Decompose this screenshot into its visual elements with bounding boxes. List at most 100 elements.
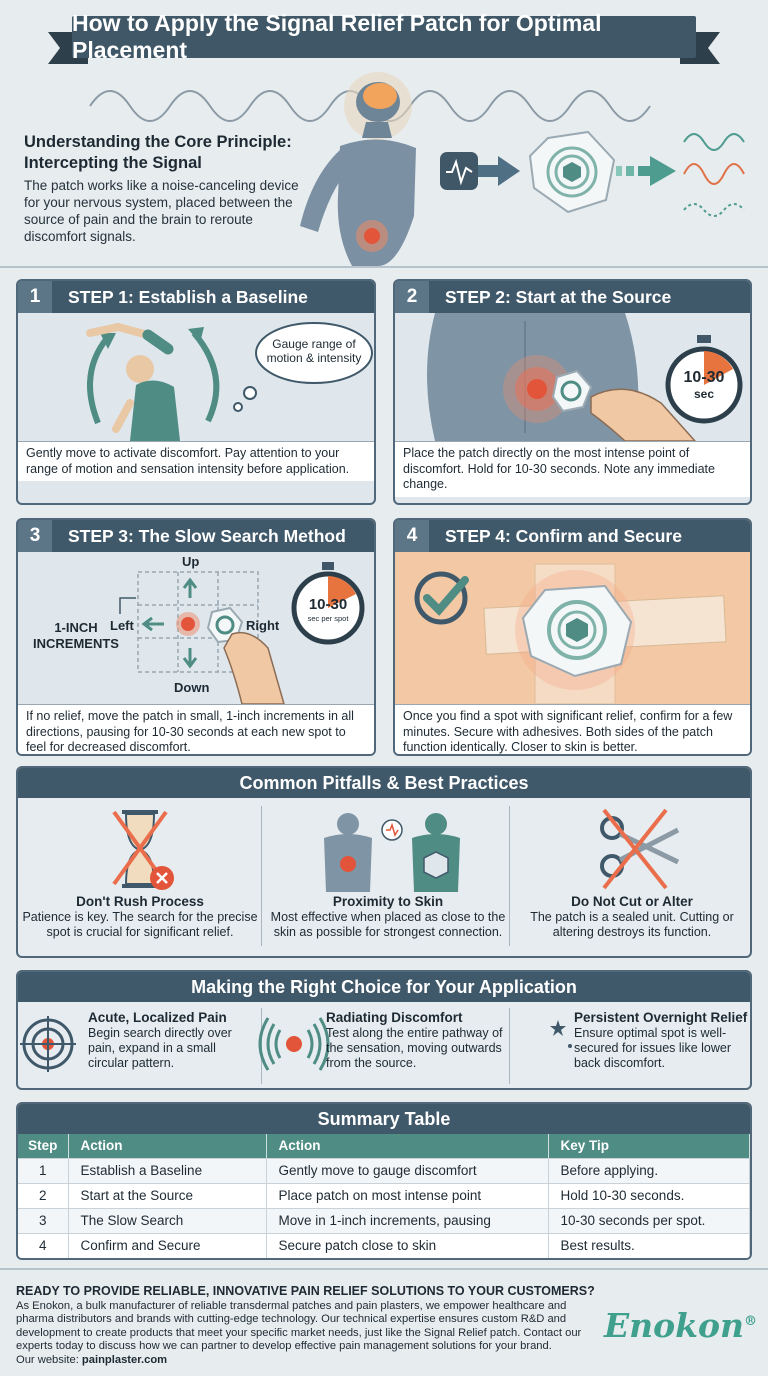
thought-bubble-icon <box>233 322 373 412</box>
thought-bubble-text: Gauge range of motion & intensity <box>266 337 362 365</box>
pitfall-body: Patience is key. The search for the prec… <box>22 910 258 939</box>
footer-text: As Enokon, a bulk manufacturer of reliab… <box>16 1300 582 1353</box>
pitfall-body: The patch is a sealed unit. Cutting or a… <box>530 910 734 939</box>
summary-table: Step Action Action Key Tip 1 Establish a… <box>18 1134 750 1258</box>
step-1-card: 1 STEP 1: Establish a Baseline Gauge ran… <box>16 279 376 505</box>
choice-overnight: Persistent Overnight Relief Ensure optim… <box>574 1010 750 1071</box>
step-4-card: 4 STEP 4: Confirm and Secure Once you fi… <box>393 518 752 756</box>
checkmark-icon <box>414 571 469 625</box>
hand-icon <box>223 631 285 704</box>
step-3-illustration: Up Down Left Right 1-INCH INCREMENTS 10-… <box>18 552 374 704</box>
table-header-row: Step Action Action Key Tip <box>18 1134 750 1158</box>
table-row: 2 Start at the Source Place patch on mos… <box>18 1182 750 1208</box>
brand-mark: ® <box>744 1314 758 1329</box>
step-number: 2 <box>395 281 429 313</box>
arrow-up-icon <box>182 577 198 598</box>
step-2-card: 2 STEP 2: Start at the Source 10-30 sec … <box>393 279 752 505</box>
footer-cta: READY TO PROVIDE RELIABLE, INNOVATIVE PA… <box>16 1284 595 1298</box>
step-2-illustration: 10-30 sec <box>395 313 750 441</box>
step-1-illustration: Gauge range of motion & intensity <box>18 313 374 441</box>
table-cell: Confirm and Secure <box>68 1232 267 1258</box>
scissors-crossed-icon <box>600 808 680 890</box>
pitfall-proximity: Proximity to Skin Most effective when pl… <box>270 894 506 940</box>
label-left: Left <box>110 618 134 633</box>
pitfall-title: Don't Rush Process <box>76 894 204 909</box>
body-patch-icon <box>324 813 460 892</box>
output-arrow-icon <box>616 156 676 186</box>
wave-green-icon <box>683 133 745 151</box>
choice-title: Persistent Overnight Relief <box>574 1010 748 1025</box>
website-link[interactable]: painplaster.com <box>81 1353 168 1366</box>
summary-panel: Summary Table Step Action Action Key Tip… <box>16 1102 752 1260</box>
stopwatch-icon <box>291 562 365 645</box>
table-cell: Secure patch close to skin <box>266 1232 549 1258</box>
choice-heading: Making the Right Choice for Your Applica… <box>18 972 750 1002</box>
step-number: 3 <box>18 520 52 552</box>
wave-dotted-icon <box>683 203 745 217</box>
pitfall-title: Do Not Cut or Alter <box>571 894 693 909</box>
table-cell: 2 <box>18 1182 69 1208</box>
table-cell: Hold 10-30 seconds. <box>548 1182 750 1208</box>
choice-acute: Acute, Localized Pain Begin search direc… <box>88 1010 258 1071</box>
step-4-illustration <box>395 552 750 704</box>
table-cell: Gently move to gauge discomfort <box>266 1157 549 1183</box>
step-3-text: If no relief, move the patch in small, 1… <box>18 704 374 754</box>
step-title: STEP 4: Confirm and Secure <box>445 525 682 546</box>
table-cell: The Slow Search <box>68 1207 267 1233</box>
arrow-down-icon <box>182 648 198 669</box>
brand-logo: Enokon® <box>604 1306 757 1345</box>
choice-radiating: Radiating Discomfort Test along the enti… <box>326 1010 506 1071</box>
table-cell: Start at the Source <box>68 1182 267 1208</box>
website-label: Our website: <box>16 1353 79 1366</box>
step-2-header: 2 STEP 2: Start at the Source <box>395 281 750 313</box>
arrow-left-icon <box>141 616 164 632</box>
step-3-card: 3 STEP 3: The Slow Search Method Up Down… <box>16 518 376 756</box>
footer-divider <box>0 1268 768 1270</box>
column-header: Action <box>68 1134 267 1158</box>
column-header: Key Tip <box>548 1134 750 1158</box>
hero-illustration <box>89 72 745 266</box>
section-divider <box>0 266 768 268</box>
signal-arrow-icon <box>440 152 520 190</box>
footer-body: As Enokon, a bulk manufacturer of reliab… <box>16 1300 596 1367</box>
wave-orange-icon <box>683 163 745 185</box>
step-3-header: 3 STEP 3: The Slow Search Method <box>18 520 374 552</box>
step-title: STEP 2: Start at the Source <box>445 286 672 307</box>
step-4-text: Once you find a spot with significant re… <box>395 704 750 754</box>
pitfall-title: Proximity to Skin <box>332 894 444 909</box>
step-number: 1 <box>18 281 52 313</box>
pitfalls-panel: Common Pitfalls & Best Practices <box>16 766 752 958</box>
timer-unit: sec per spot <box>307 614 349 623</box>
choice-body: Ensure optimal spot is well-secured for … <box>574 1026 732 1070</box>
pitfalls-heading: Common Pitfalls & Best Practices <box>18 768 750 798</box>
choice-body: Test along the entire pathway of the sen… <box>326 1026 503 1070</box>
choice-title: Radiating Discomfort <box>326 1010 463 1025</box>
table-cell: 4 <box>18 1232 69 1258</box>
pitfall-rush: Don't Rush Process Patience is key. The … <box>22 894 258 940</box>
table-cell: Establish a Baseline <box>68 1157 267 1183</box>
page-title: How to Apply the Signal Relief Patch for… <box>72 10 696 63</box>
table-cell: 10-30 seconds per spot. <box>548 1207 750 1233</box>
step-number: 4 <box>395 520 429 552</box>
human-figure-icon <box>300 72 416 266</box>
timer-unit: sec <box>693 387 715 401</box>
target-icon <box>20 1016 76 1072</box>
table-cell: Before applying. <box>548 1157 750 1183</box>
step-1-header: 1 STEP 1: Establish a Baseline <box>18 281 374 313</box>
increments-label: 1-INCH INCREMENTS <box>33 620 119 651</box>
step-2-text: Place the patch directly on the most int… <box>395 441 750 497</box>
choice-title: Acute, Localized Pain <box>88 1010 227 1025</box>
table-row: 4 Confirm and Secure Secure patch close … <box>18 1232 750 1258</box>
intro-body: The patch works like a noise-canceling d… <box>24 178 299 244</box>
stretching-person-icon <box>86 322 180 441</box>
brand-name: Enokon <box>604 1306 745 1345</box>
table-cell: Place patch on most intense point <box>266 1182 549 1208</box>
column-header: Action <box>266 1134 549 1158</box>
step-title: STEP 1: Establish a Baseline <box>68 286 308 307</box>
column-header: Step <box>18 1134 69 1158</box>
pitfall-cut: Do Not Cut or Alter The patch is a seale… <box>518 894 746 940</box>
table-cell: Move in 1-inch increments, pausing <box>266 1207 549 1233</box>
label-down: Down <box>174 680 210 695</box>
title-banner: How to Apply the Signal Relief Patch for… <box>48 10 720 64</box>
step-title: STEP 3: The Slow Search Method <box>68 525 346 546</box>
